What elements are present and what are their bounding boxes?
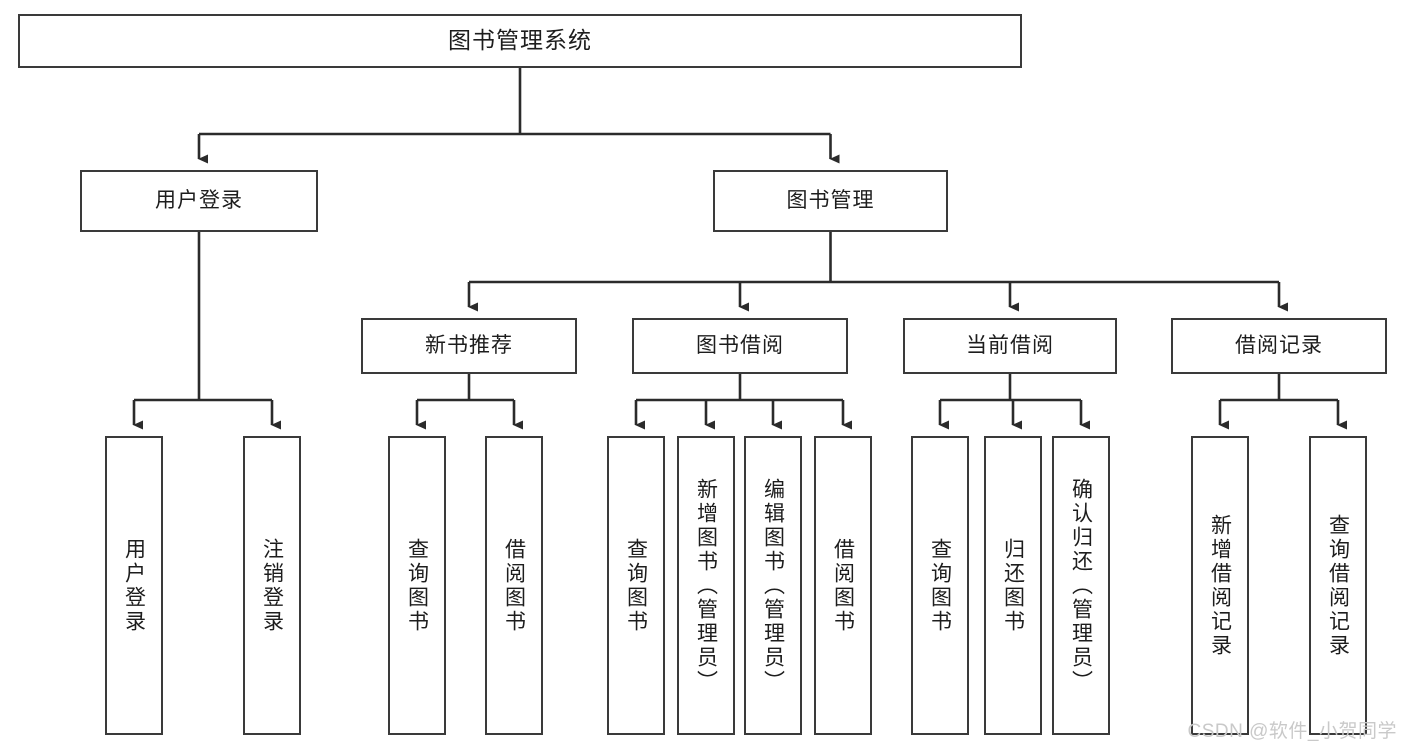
node-root[interactable]: 图书管理系统 xyxy=(18,14,1022,68)
node-leaf-borrow-book-2-label: 借阅图书 xyxy=(831,537,855,634)
node-leaf-confirm-return[interactable]: 确认归还（管理员） xyxy=(1052,436,1110,735)
watermark-text: CSDN @软件_小贺同学 xyxy=(1187,721,1397,742)
node-new-book-recommend[interactable]: 新书推荐 xyxy=(361,318,577,374)
node-book-borrow[interactable]: 图书借阅 xyxy=(632,318,848,374)
node-new-book-recommend-label: 新书推荐 xyxy=(425,334,513,358)
node-book-manage[interactable]: 图书管理 xyxy=(713,170,948,232)
node-leaf-query-book-2-label: 查询图书 xyxy=(624,537,648,634)
node-leaf-edit-book[interactable]: 编辑图书（管理员） xyxy=(744,436,802,735)
node-current-borrow[interactable]: 当前借阅 xyxy=(903,318,1117,374)
node-leaf-query-record-label: 查询借阅记录 xyxy=(1326,513,1350,658)
node-user-login[interactable]: 用户登录 xyxy=(80,170,318,232)
node-leaf-query-book-3-label: 查询图书 xyxy=(928,537,952,634)
node-leaf-add-record[interactable]: 新增借阅记录 xyxy=(1191,436,1249,735)
node-leaf-query-book-3[interactable]: 查询图书 xyxy=(911,436,969,735)
node-leaf-return-book[interactable]: 归还图书 xyxy=(984,436,1042,735)
node-leaf-edit-book-label: 编辑图书（管理员） xyxy=(761,477,785,694)
node-leaf-logout[interactable]: 注销登录 xyxy=(243,436,301,735)
node-leaf-borrow-book-1[interactable]: 借阅图书 xyxy=(485,436,543,735)
node-current-borrow-label: 当前借阅 xyxy=(966,334,1054,358)
node-leaf-add-record-label: 新增借阅记录 xyxy=(1208,513,1232,658)
node-leaf-logout-label: 注销登录 xyxy=(260,537,284,634)
node-leaf-query-book-1[interactable]: 查询图书 xyxy=(388,436,446,735)
node-leaf-add-book-label: 新增图书（管理员） xyxy=(694,477,718,694)
node-user-login-label: 用户登录 xyxy=(155,189,243,213)
node-leaf-query-record[interactable]: 查询借阅记录 xyxy=(1309,436,1367,735)
node-leaf-query-book-2[interactable]: 查询图书 xyxy=(607,436,665,735)
node-leaf-return-book-label: 归还图书 xyxy=(1001,537,1025,634)
node-leaf-user-login-label: 用户登录 xyxy=(122,537,146,634)
node-leaf-borrow-book-1-label: 借阅图书 xyxy=(502,537,526,634)
node-leaf-borrow-book-2[interactable]: 借阅图书 xyxy=(814,436,872,735)
node-leaf-user-login[interactable]: 用户登录 xyxy=(105,436,163,735)
node-root-label: 图书管理系统 xyxy=(448,27,592,54)
node-leaf-query-book-1-label: 查询图书 xyxy=(405,537,429,634)
node-leaf-add-book[interactable]: 新增图书（管理员） xyxy=(677,436,735,735)
node-book-manage-label: 图书管理 xyxy=(786,189,875,213)
node-book-borrow-label: 图书借阅 xyxy=(696,334,784,358)
node-borrow-record[interactable]: 借阅记录 xyxy=(1171,318,1387,374)
node-leaf-confirm-return-label: 确认归还（管理员） xyxy=(1069,477,1093,694)
node-borrow-record-label: 借阅记录 xyxy=(1235,334,1323,358)
